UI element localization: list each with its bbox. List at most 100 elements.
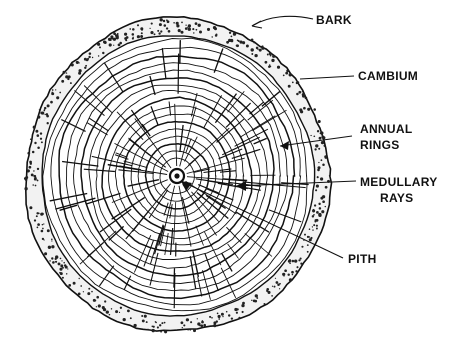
bark-dot <box>312 209 315 212</box>
bark-dot <box>320 131 323 134</box>
bark-dot <box>238 40 240 42</box>
bark-dot <box>147 329 149 331</box>
bark-dot <box>34 142 36 144</box>
bark-dot <box>289 259 291 261</box>
bark-dot <box>87 292 90 295</box>
bark-dot <box>316 225 318 227</box>
bark-dot <box>226 311 228 313</box>
bark-dot <box>62 277 64 279</box>
bark-dot <box>142 319 145 322</box>
bark-dot <box>254 300 257 303</box>
bark-dot <box>157 326 159 328</box>
bark-dot <box>318 148 320 150</box>
bark-dot <box>51 92 54 95</box>
bark-dot <box>203 324 206 327</box>
bark-dot <box>152 329 155 332</box>
bark-dot <box>312 215 314 217</box>
bark-dot <box>42 228 44 230</box>
bark-dot <box>318 213 321 216</box>
bark-dot <box>291 271 294 274</box>
bark-dot <box>309 238 312 241</box>
bark-dot <box>310 135 311 136</box>
bark-dot <box>201 324 204 327</box>
bark-dot <box>79 278 80 279</box>
bark-dot <box>313 224 315 226</box>
bark-dot <box>130 317 132 319</box>
bark-dot <box>197 322 200 325</box>
bark-dot <box>51 240 52 241</box>
bark-dot <box>242 302 245 305</box>
bark-dot <box>111 37 114 40</box>
bark-dot <box>67 78 69 80</box>
bark-dot <box>40 138 42 140</box>
bark-dot <box>287 273 289 275</box>
bark-dot <box>318 120 321 123</box>
bark-dot <box>185 25 186 26</box>
bark-dot <box>30 138 31 139</box>
bark-dot <box>251 53 253 55</box>
bark-dot <box>309 228 311 230</box>
bark-dot <box>198 24 201 27</box>
bark-dot <box>190 321 192 323</box>
bark-dot <box>236 44 239 47</box>
bark-dot <box>275 278 276 279</box>
bark-dot <box>234 308 237 311</box>
medullary-rays-label-line2: RAYS <box>380 191 413 205</box>
bark-dot <box>36 212 38 214</box>
bark-dot <box>283 75 285 77</box>
bark-dot <box>99 46 101 48</box>
bark-dot <box>270 66 272 68</box>
bark-dot <box>88 288 90 290</box>
bark-dot <box>66 72 67 73</box>
bark-dot <box>29 166 32 169</box>
bark-dot <box>155 322 157 324</box>
bark-dot <box>320 197 323 200</box>
bark-dot <box>158 32 160 34</box>
bark-dot <box>261 47 264 50</box>
bark-dot <box>192 28 194 30</box>
bark-dot <box>137 35 140 38</box>
bark-dot <box>89 52 92 55</box>
bark-dot <box>228 314 230 316</box>
bark-dot <box>97 43 100 46</box>
bark-dot <box>211 317 213 319</box>
bark-dot <box>283 275 284 276</box>
bark-dot <box>259 49 262 52</box>
bark-dot <box>44 109 46 111</box>
bark-dot <box>41 230 44 233</box>
bark-dot <box>272 55 275 58</box>
bark-dot <box>218 315 221 318</box>
bark-dot <box>103 40 106 43</box>
bark-dot <box>37 116 40 119</box>
bark-dot <box>183 324 185 326</box>
bark-dot <box>167 20 170 23</box>
bark-dot <box>279 288 280 289</box>
pith-label: PITH <box>348 252 377 266</box>
bark-dot <box>324 155 327 158</box>
bark-dot <box>78 293 81 296</box>
bark-dot <box>113 32 116 35</box>
bark-dot <box>37 134 40 137</box>
bark-dot <box>236 312 238 314</box>
bark-dot <box>104 300 106 302</box>
bark-dot <box>228 39 231 42</box>
bark-dot <box>284 269 287 272</box>
bark-dot <box>109 43 112 46</box>
bark-dot <box>315 144 318 147</box>
bark-dot <box>44 252 47 255</box>
bark-dot <box>144 315 147 318</box>
bark-dot <box>108 38 111 41</box>
bark-dot <box>314 148 316 150</box>
bark-dot <box>51 257 53 259</box>
bark-dot <box>209 316 211 318</box>
bark-dot <box>185 27 188 30</box>
bark-dot <box>123 318 126 321</box>
bark-dot <box>211 36 212 37</box>
bark-dot <box>289 278 292 281</box>
bark-dot <box>37 223 40 226</box>
bark-dot <box>37 168 39 170</box>
bark-dot <box>271 59 274 62</box>
bark-dot <box>319 137 322 140</box>
bark-dot <box>188 24 191 27</box>
